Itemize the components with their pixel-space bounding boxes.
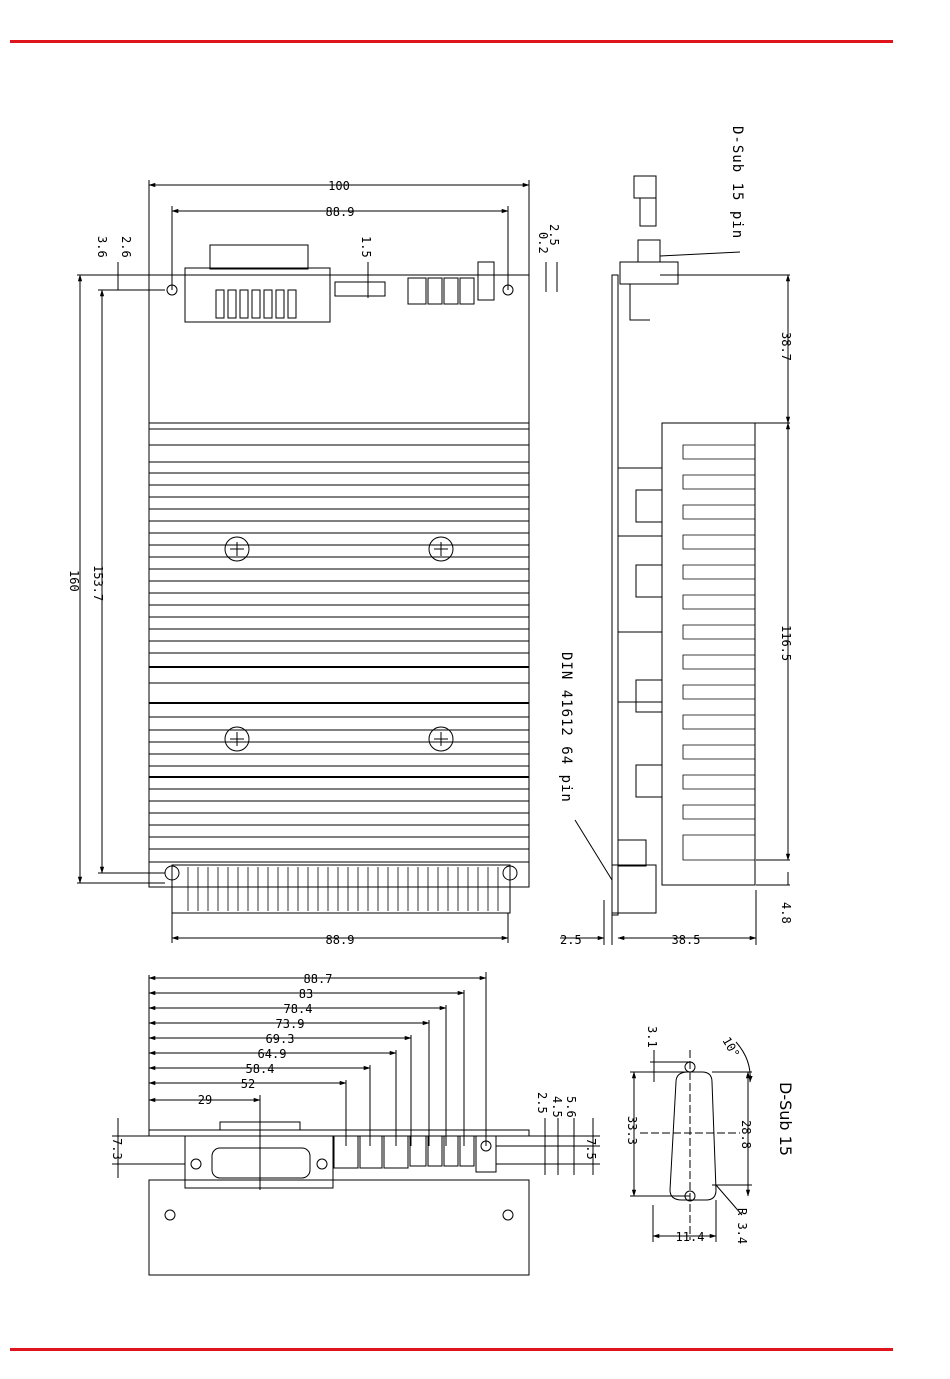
dim-52: 52: [241, 1077, 255, 1091]
dim-29: 29: [198, 1093, 212, 1107]
label-dsub-15-pin: D-Sub 15 pin: [729, 126, 745, 239]
dim-64-9: 64.9: [258, 1047, 287, 1061]
dim-2-5-front: 2.5: [535, 1092, 549, 1114]
dim-33-3: 33.3: [625, 1116, 639, 1145]
side-view-outline: [612, 176, 755, 915]
dim-length-160: 160: [67, 570, 81, 592]
dim-heatsink-length: 116.5: [779, 625, 793, 661]
dsub-detail-outline: [640, 1050, 740, 1240]
dim-78-4: 78.4: [284, 1002, 313, 1016]
dim-1-5: 1.5: [359, 236, 373, 258]
dim-bottom-offset: 4.8: [779, 902, 793, 924]
dim-pcb-offset: 2.5: [560, 933, 582, 947]
dim-28-8: 28.8: [739, 1120, 753, 1149]
dim-5-6: 5.6: [564, 1096, 578, 1118]
label-din-41612: DIN 41612 64 pin: [558, 652, 574, 803]
dim-hole-pitch: 88.9: [326, 205, 355, 219]
dim-r-3-4: R 3.4: [735, 1208, 749, 1244]
dim-11-4: 11.4: [676, 1230, 705, 1244]
dim-69-3: 69.3: [266, 1032, 295, 1046]
dim-83: 83: [299, 987, 313, 1001]
dim-top-height: 38.7: [779, 332, 793, 361]
dim-3-1: 3.1: [645, 1026, 659, 1048]
dim-0-2: 0.2: [536, 232, 550, 254]
dim-width-100: 100: [328, 179, 350, 193]
dim-hole-length: 153.7: [91, 565, 105, 601]
label-dsub-15-detail: D-Sub 15: [776, 1082, 795, 1156]
dim-7-3: 7.3: [110, 1138, 124, 1160]
dim-7-5: 7.5: [584, 1138, 598, 1160]
dim-73-9: 73.9: [276, 1017, 305, 1031]
dim-3-6: 3.6: [95, 236, 109, 258]
dim-88-7: 88.7: [304, 972, 333, 986]
dim-4-5: 4.5: [550, 1096, 564, 1118]
top-view-outline: [149, 245, 529, 913]
dim-bottom-pitch: 88.9: [326, 933, 355, 947]
dim-2-6: 2.6: [119, 236, 133, 258]
dim-58-4: 58.4: [246, 1062, 275, 1076]
dim-angle: 10°: [719, 1035, 742, 1061]
dim-depth: 38.5: [672, 933, 701, 947]
front-view-outline: [149, 1122, 529, 1275]
